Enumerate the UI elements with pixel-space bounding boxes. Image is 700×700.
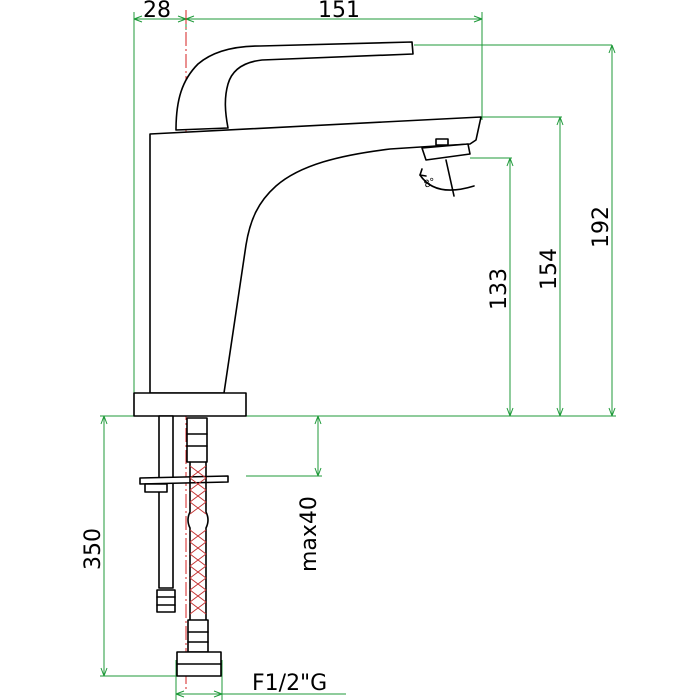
hose-ferrule	[187, 619, 209, 653]
spout-body	[149, 116, 482, 394]
dim-thread-size: F1/2"G	[252, 671, 327, 696]
swivel-arc	[419, 174, 475, 191]
base-plate	[133, 392, 247, 417]
fixing-nut	[144, 483, 168, 493]
dim-spout-reach: 151	[318, 0, 360, 23]
dimension-lines	[100, 12, 616, 700]
dim-max-deck: max40	[297, 496, 322, 572]
dim-total-height: 192	[589, 206, 614, 248]
hose-upper-fitting	[186, 417, 208, 463]
aerator	[421, 143, 471, 161]
stud-nut	[156, 589, 176, 613]
threaded-stud	[158, 415, 174, 589]
lever-handle	[175, 41, 414, 131]
dim-base-offset: 28	[143, 0, 171, 23]
installation-hardware	[139, 415, 229, 677]
faucet-body: 8°	[133, 41, 482, 417]
flexible-hose	[187, 461, 209, 621]
aerator-tip	[435, 138, 449, 146]
hose-braid	[189, 465, 207, 615]
dim-outlet-height: 133	[487, 268, 512, 310]
dimension-labels: 28 151 192 154 133 350 max40 F1/2"G	[81, 0, 614, 696]
swivel-angle-label: 8°	[423, 176, 437, 190]
fixing-plate	[139, 475, 229, 485]
dim-hose-length: 350	[81, 528, 106, 570]
dim-spout-height: 154	[537, 248, 562, 290]
